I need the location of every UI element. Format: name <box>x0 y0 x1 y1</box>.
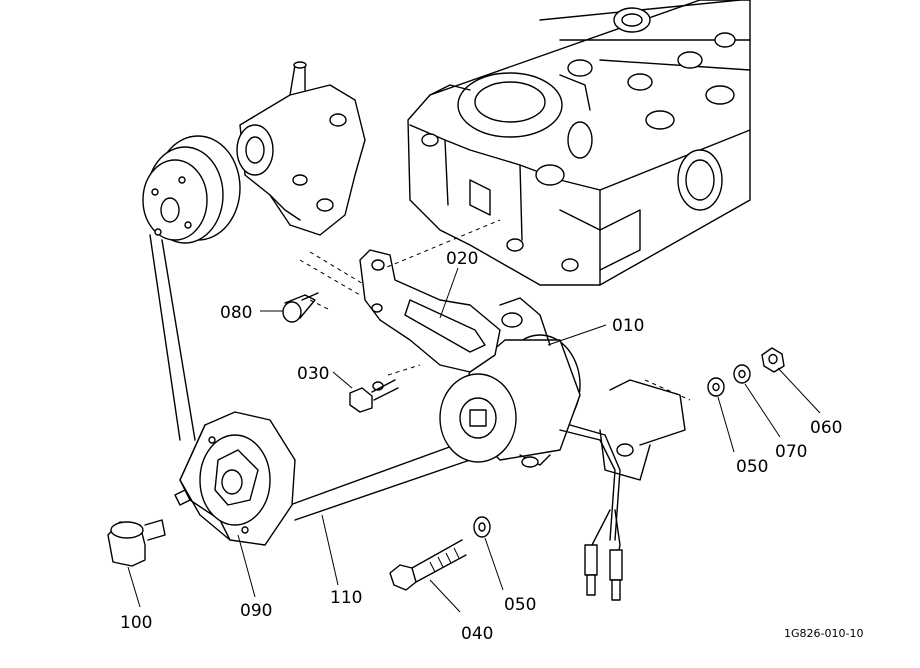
callout-100: 100 <box>120 613 152 633</box>
lock-washer-070 <box>733 364 751 384</box>
alternator-leads <box>584 509 623 601</box>
water-pump <box>236 61 366 236</box>
cylinder-head <box>407 0 751 286</box>
callout-040: 040 <box>461 624 493 644</box>
bolt-030 <box>349 379 399 413</box>
crank-pulley <box>174 411 296 546</box>
fan-pulley <box>142 135 241 244</box>
mounting-bracket <box>599 379 691 481</box>
nut-060 <box>761 347 785 373</box>
callout-labels: 010 020 030 040 050 050 060 070 080 090 … <box>120 249 863 644</box>
callout-110: 110 <box>330 588 362 608</box>
leader-lines <box>127 267 821 613</box>
callout-050-upper: 050 <box>736 457 768 477</box>
washer-050-upper <box>707 377 725 397</box>
callout-070: 070 <box>775 442 807 462</box>
washer-050-lower <box>473 516 491 538</box>
callout-020: 020 <box>446 249 478 269</box>
callout-010: 010 <box>612 316 644 336</box>
figure-code: 1G826-010-10 <box>784 627 863 640</box>
callout-050-lower: 050 <box>504 595 536 615</box>
bolt-080 <box>282 292 319 323</box>
fan-belt <box>149 234 471 521</box>
alternator <box>439 297 621 541</box>
callout-080: 080 <box>220 303 252 323</box>
alignment-lines <box>299 219 501 376</box>
callout-030: 030 <box>297 364 329 384</box>
callout-090: 090 <box>240 601 272 621</box>
tension-bracket <box>359 249 501 373</box>
bolt-100 <box>107 519 166 567</box>
callout-060: 060 <box>810 418 842 438</box>
bolt-040 <box>389 539 467 591</box>
